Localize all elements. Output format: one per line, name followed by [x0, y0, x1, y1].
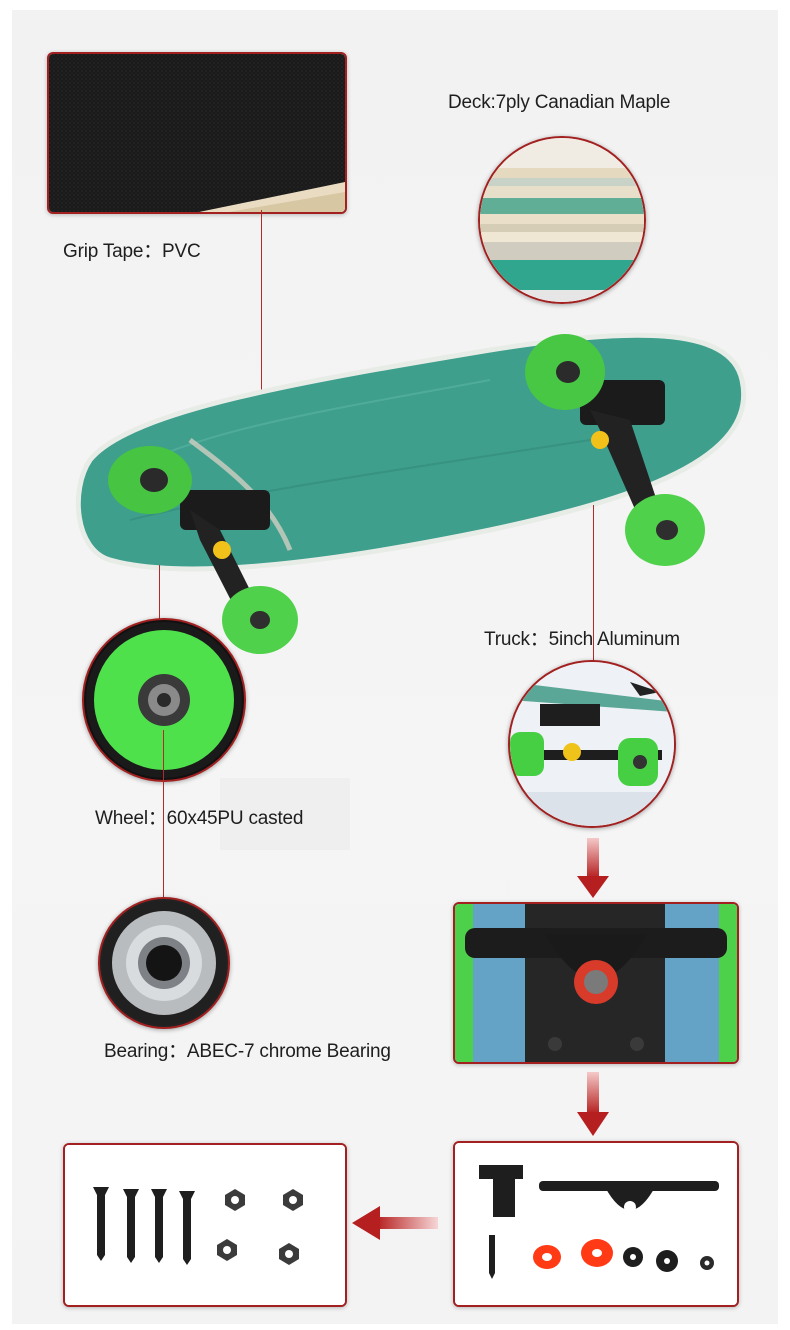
truck-photo	[508, 660, 676, 828]
wheel-label: Wheel：60x45PU casted	[95, 808, 304, 829]
arrow-down-icon	[577, 838, 609, 898]
grip-tape-photo	[47, 52, 347, 214]
hardware-parts-photo	[63, 1143, 347, 1307]
bearing-photo	[98, 897, 230, 1029]
grip-tape-connector	[261, 210, 262, 398]
wheel-photo	[82, 618, 246, 782]
skateboard-main-image	[70, 320, 760, 660]
wheel-connector-top	[159, 565, 160, 620]
deck-layers-photo	[478, 136, 646, 304]
truck-parts-photo	[453, 1141, 739, 1307]
arrow-left-icon	[352, 1206, 438, 1240]
grip-tape-label: Grip Tape：PVC	[63, 241, 201, 262]
deck-label: Deck:7ply Canadian Maple	[448, 92, 671, 113]
wheel-label-panel	[220, 778, 350, 850]
truck-label: Truck：5inch Aluminum	[484, 629, 680, 650]
wheel-connector-bottom	[163, 730, 164, 900]
arrow-down-icon	[577, 1072, 609, 1136]
bearing-label: Bearing：ABEC-7 chrome Bearing	[104, 1041, 391, 1062]
truck-connector	[593, 505, 594, 663]
truck-closeup-photo	[453, 902, 739, 1064]
